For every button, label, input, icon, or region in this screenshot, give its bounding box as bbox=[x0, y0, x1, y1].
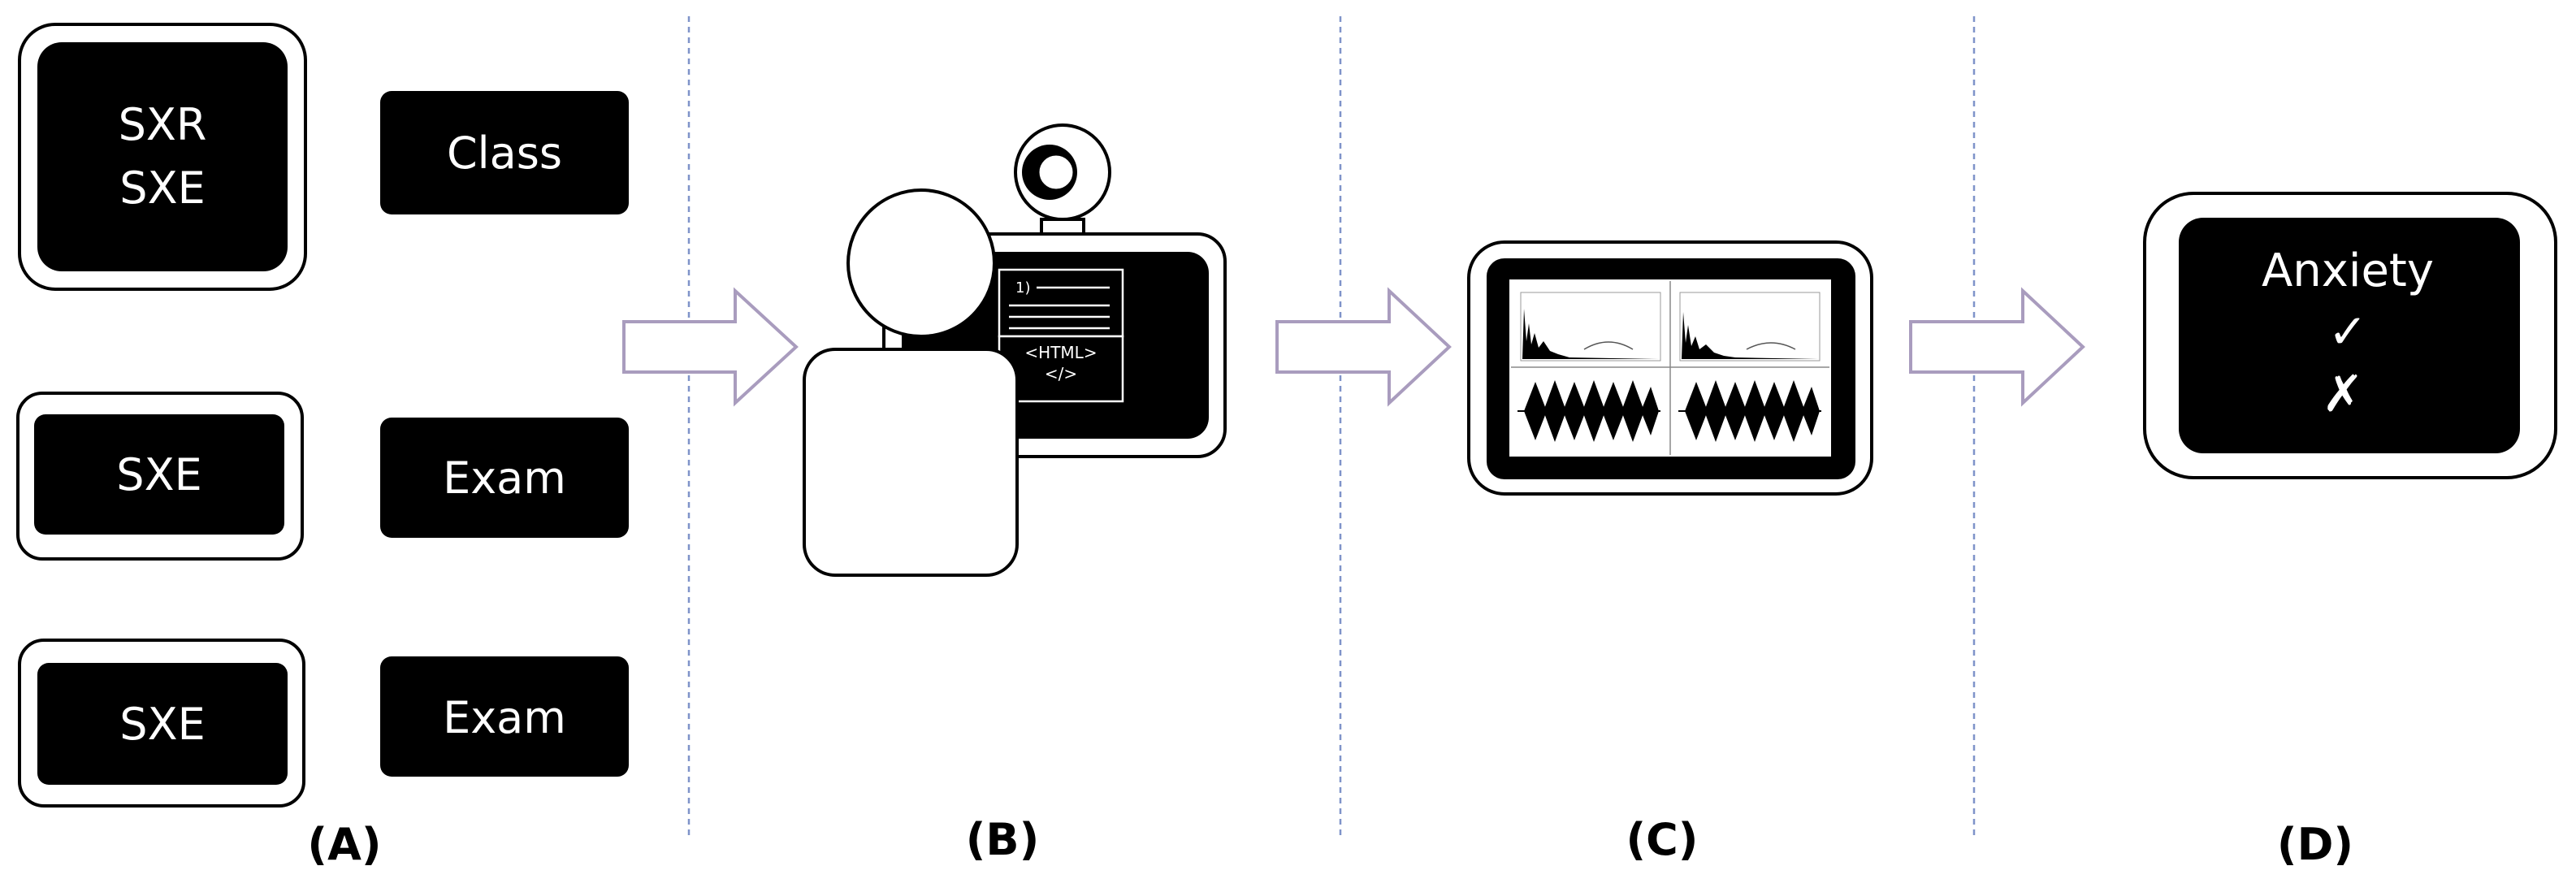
waveform-plot-left bbox=[1517, 380, 1660, 442]
panel-d-label: (D) bbox=[2277, 819, 2353, 870]
row-3-box bbox=[37, 663, 288, 785]
student-icon bbox=[803, 188, 1019, 577]
waveform-plot-right bbox=[1678, 380, 1821, 442]
result-title: Anxiety bbox=[2262, 245, 2434, 297]
row-3-tag-box bbox=[380, 656, 629, 777]
webcam-icon bbox=[1014, 123, 1111, 236]
panel-a-label: (A) bbox=[307, 819, 381, 870]
recording-row-3: SXE Exam bbox=[18, 639, 629, 808]
question-number: 1) bbox=[1015, 279, 1030, 297]
signal-plots bbox=[1511, 281, 1829, 455]
cross-icon: ✗ bbox=[2322, 364, 2364, 423]
row-1-box bbox=[37, 42, 288, 271]
recording-row-2: SXE Exam bbox=[16, 392, 629, 561]
row-1-tag: Class bbox=[447, 128, 562, 179]
row-3-line-1: SXE bbox=[119, 699, 205, 750]
spectrum-plot-left bbox=[1522, 309, 1659, 359]
panel-b: 1) <HTML> </> (B) bbox=[803, 123, 1227, 865]
arrow-a-to-b-icon bbox=[622, 287, 799, 407]
recording-row-1: SXR SXE Class bbox=[18, 23, 629, 291]
arrow-c-to-d-icon bbox=[1909, 287, 2085, 407]
row-1-line-1: SXR bbox=[119, 99, 207, 150]
code-card bbox=[998, 335, 1124, 403]
spectrum-plot-right bbox=[1682, 312, 1818, 359]
row-1-line-2: SXE bbox=[119, 162, 205, 214]
check-icon: ✓ bbox=[2328, 304, 2368, 359]
row-2-tag-box bbox=[380, 418, 629, 538]
row-2-tag: Exam bbox=[443, 452, 566, 504]
panel-a: SXR SXE Class SXE Exam SXE Exam (A) bbox=[16, 23, 629, 870]
panel-c-label: (C) bbox=[1626, 814, 1699, 865]
code-open-tag: <HTML> bbox=[1024, 343, 1097, 362]
row-2-line-1: SXE bbox=[116, 449, 201, 500]
question-card bbox=[998, 268, 1124, 338]
panel-c: (C) bbox=[1467, 240, 1873, 865]
panel-d: Anxiety ✓ ✗ (D) bbox=[2143, 192, 2557, 870]
arrow-b-to-c-icon bbox=[1275, 287, 1452, 407]
result-box bbox=[2179, 218, 2520, 453]
row-3-tag: Exam bbox=[443, 692, 566, 743]
row-2-box bbox=[34, 414, 284, 535]
code-close-tag: </> bbox=[1045, 364, 1077, 383]
row-1-tag-box bbox=[380, 91, 629, 214]
panel-b-label: (B) bbox=[966, 814, 1040, 865]
exam-screen: 1) <HTML> </> bbox=[998, 268, 1124, 403]
